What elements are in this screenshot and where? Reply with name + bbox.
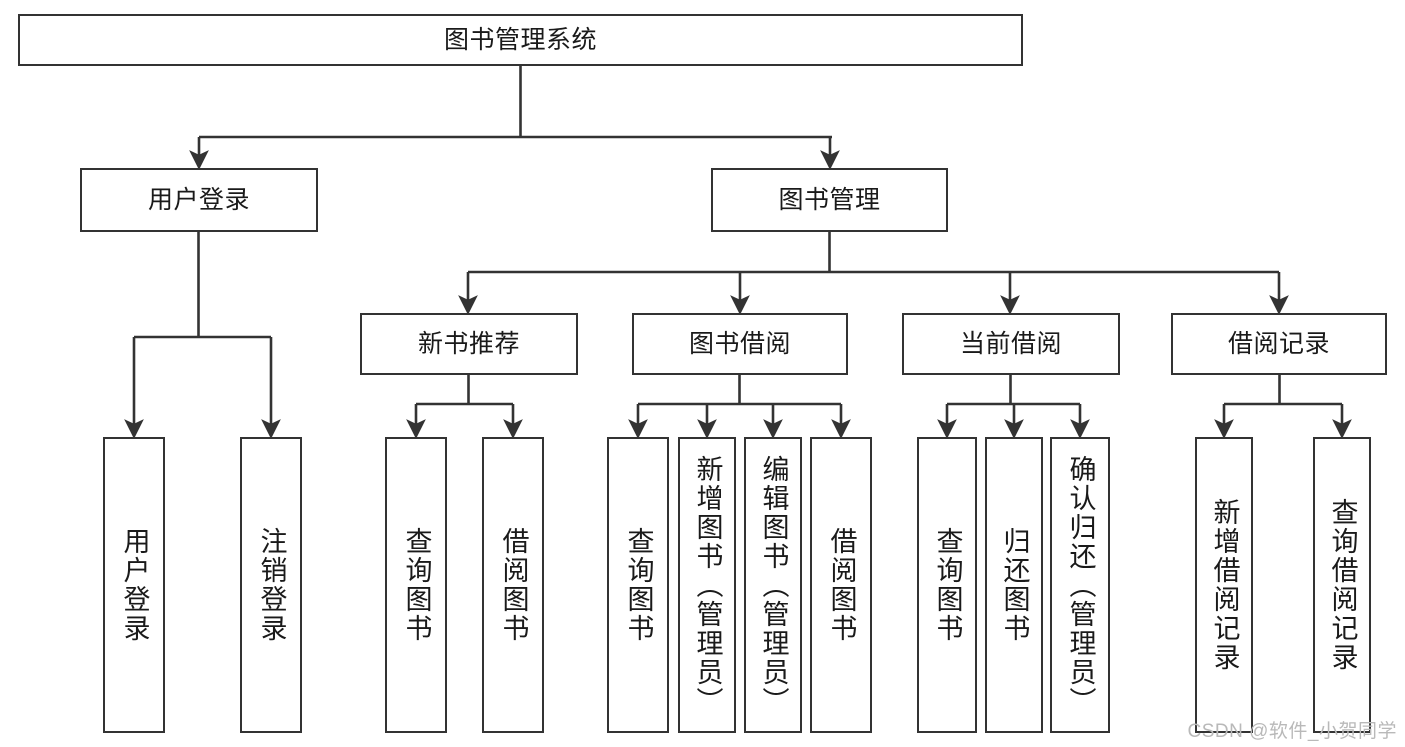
node-label: 当前借阅 — [959, 329, 1062, 358]
node-leaf-borrow-book-1[interactable]: 借阅图书 — [482, 437, 544, 733]
node-label: 编辑图书（管理员） — [758, 454, 789, 716]
node-leaf-query-book-2[interactable]: 查询图书 — [607, 437, 669, 733]
node-leaf-query-book-3[interactable]: 查询图书 — [917, 437, 977, 733]
node-label: 归还图书 — [999, 527, 1030, 643]
node-label: 图书管理系统 — [443, 25, 597, 54]
node-label: 确认归还（管理员） — [1065, 454, 1096, 716]
node-label: 借阅图书 — [826, 527, 857, 643]
node-leaf-query-book-1[interactable]: 查询图书 — [385, 437, 447, 733]
node-leaf-return-book[interactable]: 归还图书 — [985, 437, 1043, 733]
node-book-manage[interactable]: 图书管理 — [711, 168, 948, 232]
node-label: 查询图书 — [401, 527, 432, 643]
node-label: 查询图书 — [932, 527, 963, 643]
node-label: 新书推荐 — [417, 329, 520, 358]
node-leaf-edit-book[interactable]: 编辑图书（管理员） — [744, 437, 802, 733]
watermark-text: CSDN @软件_小贺同学 — [1187, 721, 1397, 742]
node-current-borrow[interactable]: 当前借阅 — [902, 313, 1120, 375]
node-label: 图书管理 — [778, 185, 881, 214]
node-label: 新增图书（管理员） — [692, 454, 723, 716]
node-leaf-add-borrow-record[interactable]: 新增借阅记录 — [1195, 437, 1253, 733]
node-borrow-record[interactable]: 借阅记录 — [1171, 313, 1387, 375]
node-book-borrow[interactable]: 图书借阅 — [632, 313, 848, 375]
node-label: 用户登录 — [147, 185, 250, 214]
node-label: 图书借阅 — [688, 329, 791, 358]
node-label: 用户登录 — [119, 527, 150, 643]
node-leaf-user-login[interactable]: 用户登录 — [103, 437, 165, 733]
node-leaf-query-borrow-record[interactable]: 查询借阅记录 — [1313, 437, 1371, 733]
node-label: 借阅图书 — [498, 527, 529, 643]
node-label: 注销登录 — [256, 527, 287, 643]
node-new-book-recommend[interactable]: 新书推荐 — [360, 313, 578, 375]
node-leaf-borrow-book-2[interactable]: 借阅图书 — [810, 437, 872, 733]
node-label: 借阅记录 — [1227, 329, 1330, 358]
node-root-system[interactable]: 图书管理系统 — [18, 14, 1023, 66]
node-leaf-add-book[interactable]: 新增图书（管理员） — [678, 437, 736, 733]
node-user-login[interactable]: 用户登录 — [80, 168, 318, 232]
node-label: 新增借阅记录 — [1209, 498, 1240, 672]
node-label: 查询图书 — [623, 527, 654, 643]
node-leaf-user-logout[interactable]: 注销登录 — [240, 437, 302, 733]
node-label: 查询借阅记录 — [1327, 498, 1358, 672]
node-leaf-confirm-return[interactable]: 确认归还（管理员） — [1050, 437, 1110, 733]
